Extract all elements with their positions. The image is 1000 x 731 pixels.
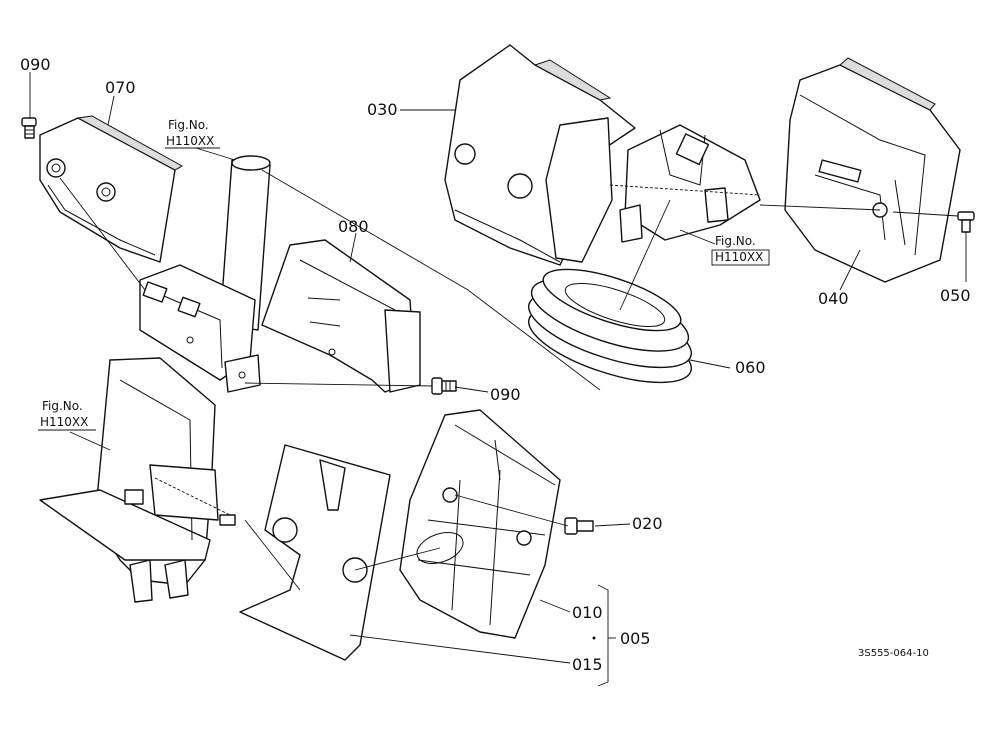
fig-ref-1: Fig.No. H110XX (165, 118, 220, 149)
lower-frame-assembly (39, 357, 236, 603)
part-090-screw-top (21, 117, 37, 139)
fig-ref-2-line2: H110XX (715, 250, 763, 264)
fig-ref-2: Fig.No. H110XX (711, 234, 770, 266)
fig-ref-3-line2: H110XX (40, 415, 88, 429)
part-080-side-panel (261, 239, 421, 393)
label-020: 020 (632, 514, 663, 533)
label-050: 050 (940, 286, 971, 305)
part-060-rubber-boot (527, 268, 693, 384)
label-090-middle: 090 (490, 385, 521, 404)
part-labels: 090 070 030 080 090 060 040 050 020 010 … (20, 55, 971, 674)
leader-lines (29, 72, 967, 687)
label-060: 060 (735, 358, 766, 377)
label-015: 015 (572, 655, 603, 674)
part-030-upper-cover (444, 44, 636, 266)
part-020-bolt (564, 517, 594, 535)
label-005: 005 (620, 629, 651, 648)
label-070: 070 (105, 78, 136, 97)
part-015-gasket-sheet (239, 444, 391, 661)
fig-ref-1-line2: H110XX (166, 134, 214, 148)
bracket-dot (592, 636, 596, 640)
label-090-top: 090 (20, 55, 51, 74)
part-090-screw-middle (431, 377, 457, 395)
fig-ref-3-line1: Fig.No. (42, 399, 83, 413)
drawing-code: 3S555-064-10 (858, 648, 929, 659)
fig-ref-2-line1: Fig.No. (715, 234, 756, 248)
label-010: 010 (572, 603, 603, 622)
label-040: 040 (818, 289, 849, 308)
part-070-front-cover (39, 115, 184, 263)
label-080: 080 (338, 217, 369, 236)
column-bracket-assembly (139, 155, 271, 393)
part-040-right-cover (784, 57, 961, 283)
label-030: 030 (367, 100, 398, 119)
part-010-floor-panel (399, 409, 561, 639)
fig-ref-3: Fig.No. H110XX (38, 399, 96, 431)
part-050-screw (957, 211, 975, 233)
fig-ref-1-line1: Fig.No. (168, 118, 209, 132)
center-mechanism (609, 124, 761, 243)
